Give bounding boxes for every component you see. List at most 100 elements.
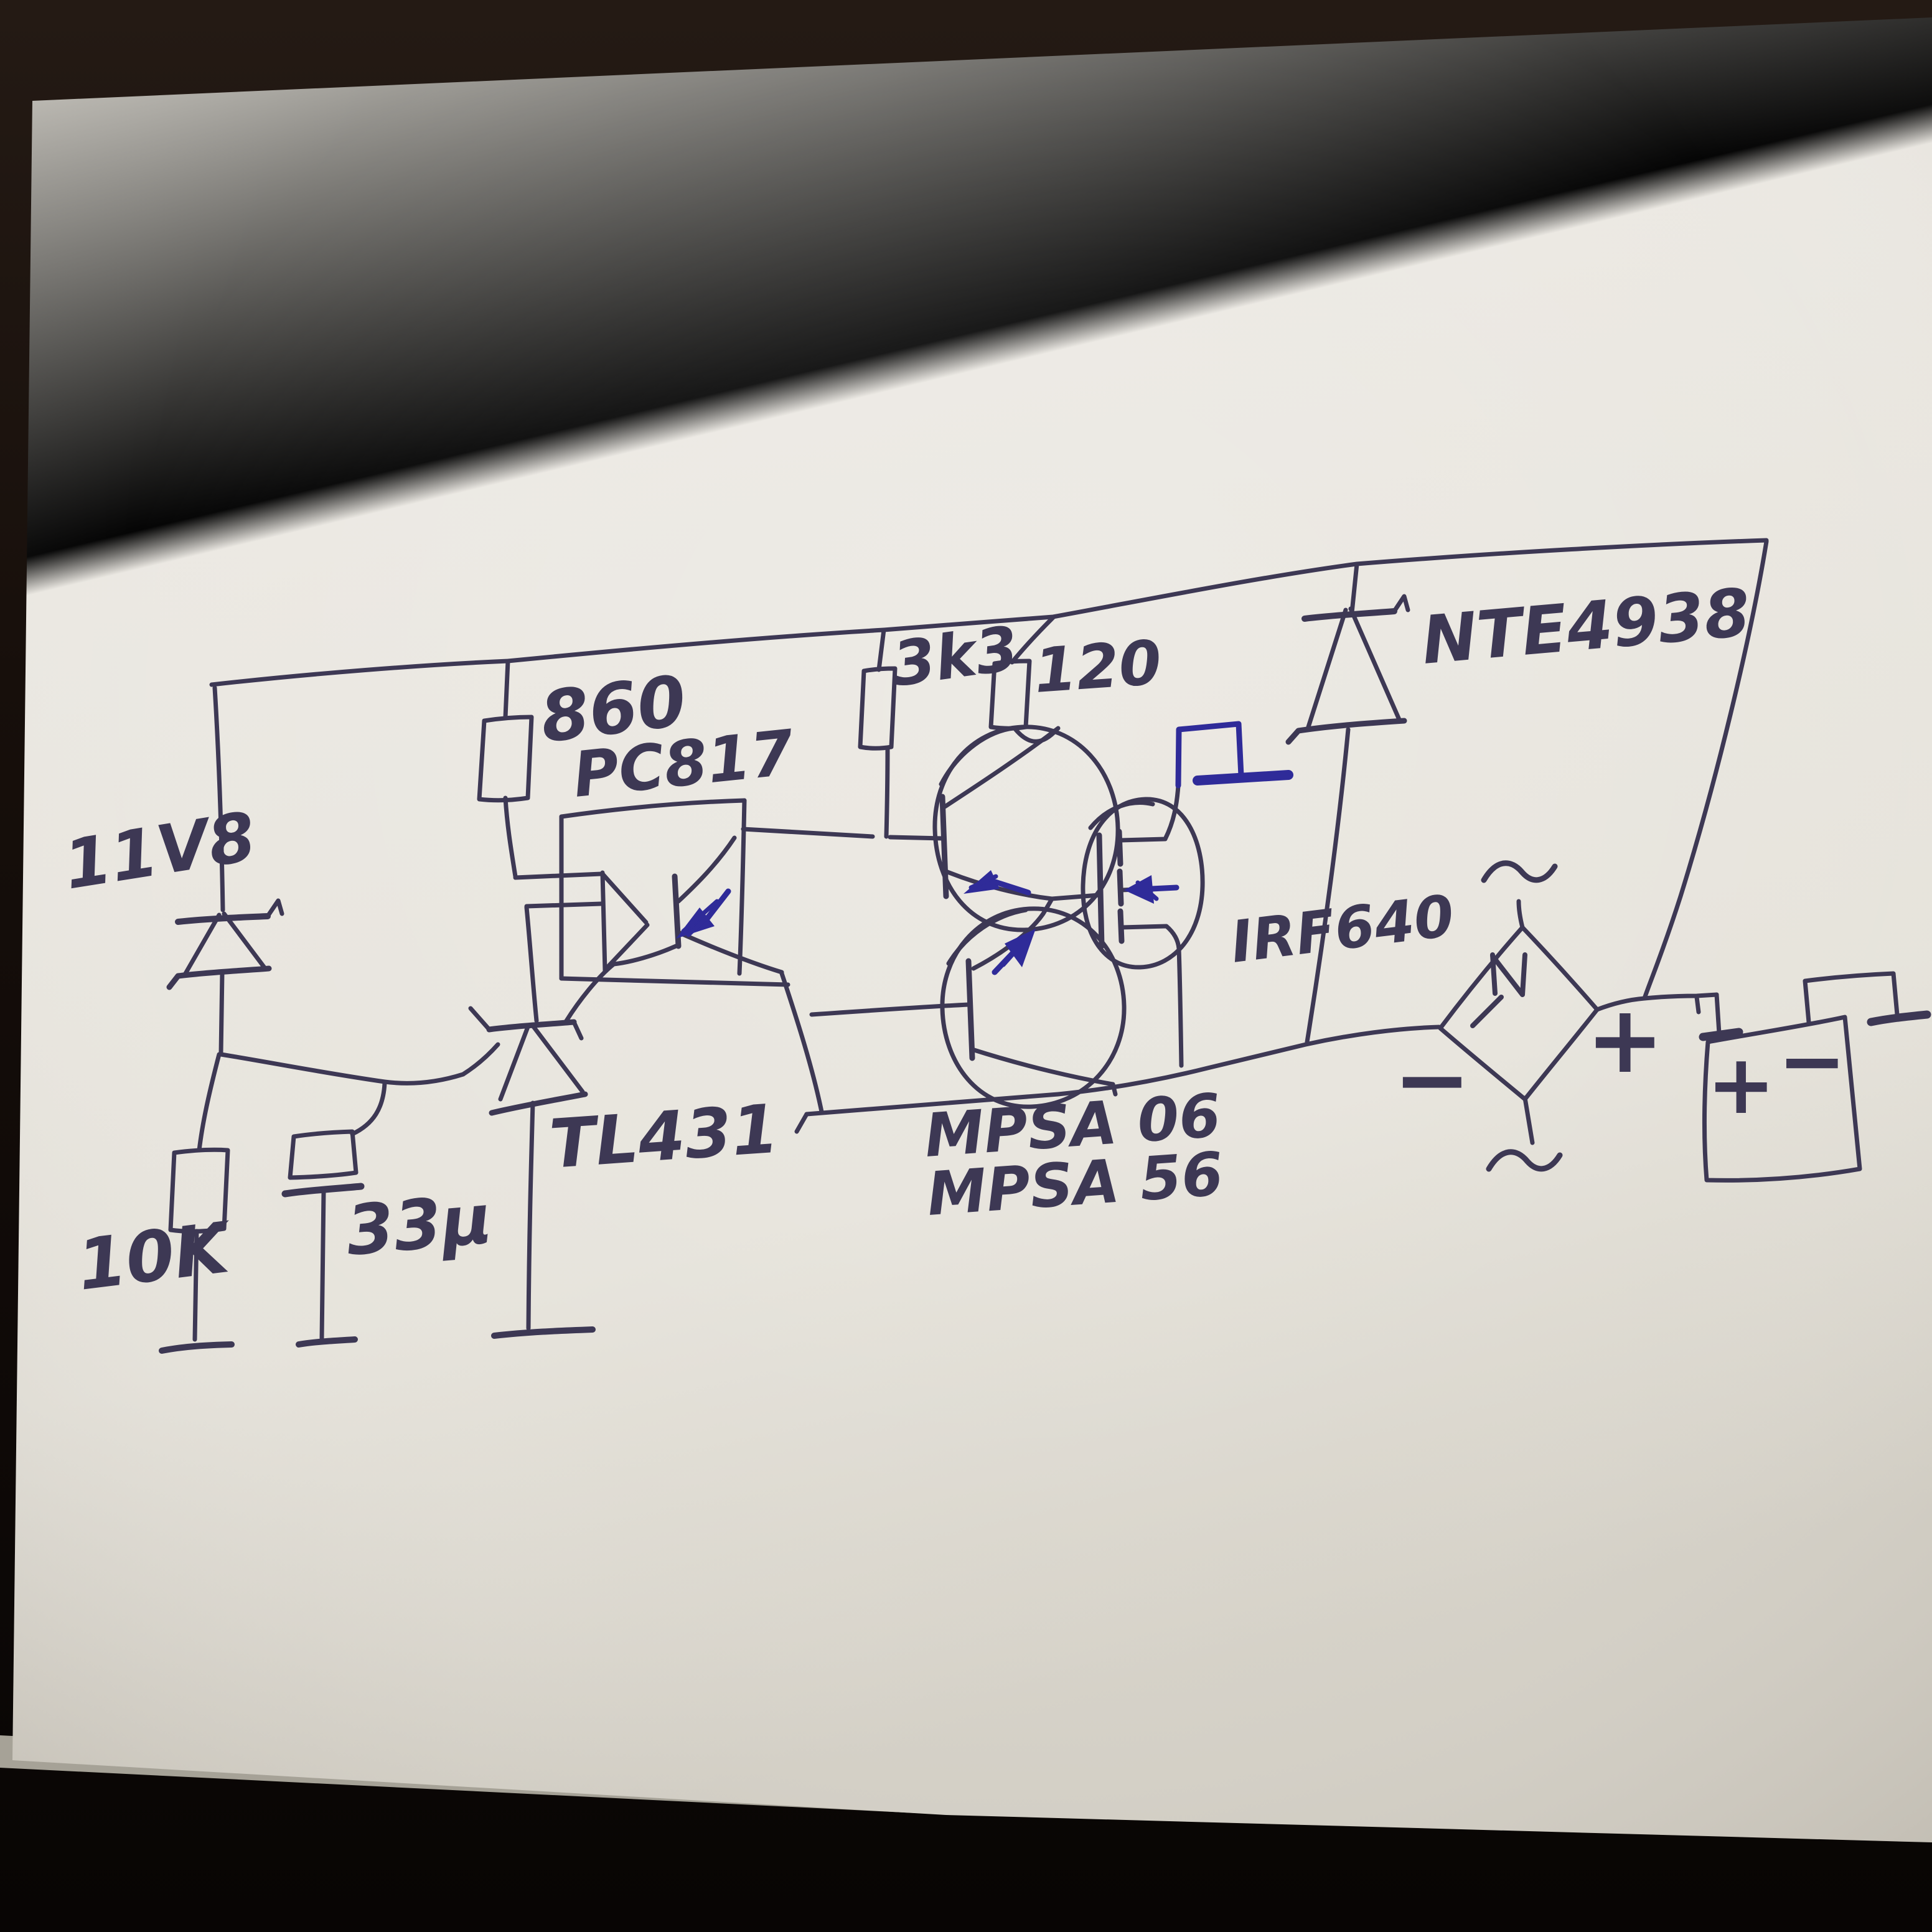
paper: [12, 17, 1932, 1842]
label-tl431: TL431: [547, 1090, 781, 1184]
tl431-anode-bar: [489, 1091, 588, 1116]
diode-nte4938: [1285, 561, 1410, 1044]
q2-base-bar: [965, 958, 975, 1061]
battery-box: [1702, 1015, 1862, 1183]
wire-led-anode-lower: [524, 901, 604, 909]
nte-anode-bar: [1285, 718, 1407, 745]
optocoupler-pc817: [559, 798, 790, 987]
tl431-cathode-bend: [468, 1006, 492, 1032]
q2-emitter: [971, 896, 1054, 971]
capacitor-lead-top: [350, 1081, 387, 1137]
label-bridge-minus: −: [1393, 1026, 1471, 1134]
mosfet-drain-stub: [1118, 783, 1181, 843]
mosfet-irf640: [1081, 721, 1293, 1068]
wire-sense-node: [218, 1042, 500, 1086]
opto-box-bottom: [559, 976, 790, 987]
opto-arrow-scribble: [681, 899, 720, 937]
circuit-drawing: [159, 538, 1931, 1354]
wire-bottom-rail-tick: [794, 1112, 809, 1134]
q2-emitter-arrow-icon: [992, 929, 1036, 975]
resistor-3k3: [858, 627, 898, 839]
battery-plus-terminal-bar: [1699, 1028, 1743, 1041]
capacitor-plate-top: [288, 1129, 359, 1180]
shunt-regulator-tl431: [468, 1006, 596, 1339]
resistor-10k-lead-bottom: [192, 1229, 199, 1342]
zener-cathode-bar: [175, 913, 271, 925]
wire-q2-base: [809, 1002, 971, 1017]
opto-box-right: [737, 798, 747, 976]
transistor-q2-pnp: [940, 896, 1127, 1109]
tl431-cathode-hook: [571, 1020, 584, 1041]
mosfet-circle-stray: [1088, 800, 1155, 830]
resistor-860: [477, 659, 534, 879]
resistor-10k-lead-top: [197, 1052, 222, 1153]
opto-base-bar: [672, 873, 682, 949]
nte-triangle-left: [1306, 607, 1348, 729]
mosfet-source-lead: [1176, 946, 1184, 1068]
resistor-3k3-body: [858, 666, 898, 751]
wire-dc-plus: [1595, 992, 1719, 1012]
zener-triangle-right: [222, 911, 268, 971]
label-resistor-3k3: 3k3: [888, 613, 1022, 701]
capacitor-lead-bottom: [319, 1189, 326, 1341]
battery-minus-terminal-bar: [1867, 1010, 1931, 1026]
wire-cathode-drop: [524, 905, 539, 1023]
tl431-anode-lead: [526, 1100, 535, 1331]
q1-base-bar: [939, 794, 949, 899]
tl431-triangle-left: [498, 1025, 530, 1102]
q1-arrow-scribble: [968, 874, 998, 890]
battery: [1702, 971, 1931, 1183]
nte-anode-lead: [1305, 727, 1351, 1044]
bridge-ac-lead-bottom: [1522, 1095, 1535, 1145]
nte-cathode-bar: [1301, 608, 1397, 622]
ac-tilde-bottom-icon: [1486, 1149, 1563, 1172]
mosfet-source-stub: [1119, 924, 1181, 951]
q1-emitter-arrow-icon: [964, 870, 1031, 896]
q1-emitter: [944, 869, 1054, 901]
wire-led-cathode-diagonal: [564, 944, 678, 1023]
wire-dc-plus-tick: [1694, 995, 1701, 1015]
ac-tilde-top-icon: [1481, 860, 1558, 883]
resistor-3k3-lead-bottom: [884, 746, 890, 839]
battery-minus-bracket: [1803, 971, 1900, 1025]
label-capacitor-33u: 33μ: [343, 1179, 495, 1271]
capacitor-33u: [281, 1081, 387, 1348]
wire-led-anode-upper: [513, 871, 604, 880]
bridge-ac-lead-top: [1516, 899, 1525, 930]
q2-arrow-scribble: [1001, 939, 1027, 967]
wire-bottom-rail: [804, 1025, 1442, 1117]
zener-diode-11v8: [166, 898, 284, 1056]
q1-arrow-shaft: [990, 878, 1031, 896]
label-resistor-860: 860: [536, 660, 690, 759]
nte-triangle-right: [1348, 606, 1402, 722]
battery-plus-step: [1714, 992, 1722, 1036]
opto-light-arrow-icon: [676, 888, 731, 939]
q2-collector: [970, 1047, 1118, 1097]
q1-circle-stray: [939, 726, 1016, 787]
wire-top-rail: [209, 538, 1769, 687]
opto-led-anode-edge: [600, 870, 607, 973]
resistor-860-lead-bottom: [503, 795, 518, 879]
mosfet-channel: [1116, 828, 1125, 944]
ground-bar-capacitor: [296, 1336, 358, 1348]
nte-cathode-hook: [1392, 594, 1410, 614]
resistor-860-body: [477, 715, 534, 803]
mosfet-body-arrow-icon: [1124, 875, 1179, 904]
q2-circle-stray: [946, 907, 1028, 966]
q2-circle: [940, 906, 1127, 1109]
label-resistor-10k: 10K: [73, 1207, 237, 1306]
pulse-base-bar: [1193, 770, 1293, 785]
transistor-q1-npn: [932, 724, 1120, 932]
wire-opto-emitter-drop: [779, 971, 824, 1114]
ground-bar-10k: [159, 1341, 235, 1354]
zener-anode-lead: [218, 970, 225, 1056]
mosfet-arrow-scribble: [1135, 880, 1159, 901]
zener-triangle-left: [183, 912, 222, 976]
resistor-10k-body: [168, 1147, 230, 1234]
pulse-step: [1175, 721, 1244, 789]
opto-box-top: [559, 798, 747, 819]
opto-collector: [676, 835, 737, 904]
q1-collector: [942, 726, 1061, 809]
